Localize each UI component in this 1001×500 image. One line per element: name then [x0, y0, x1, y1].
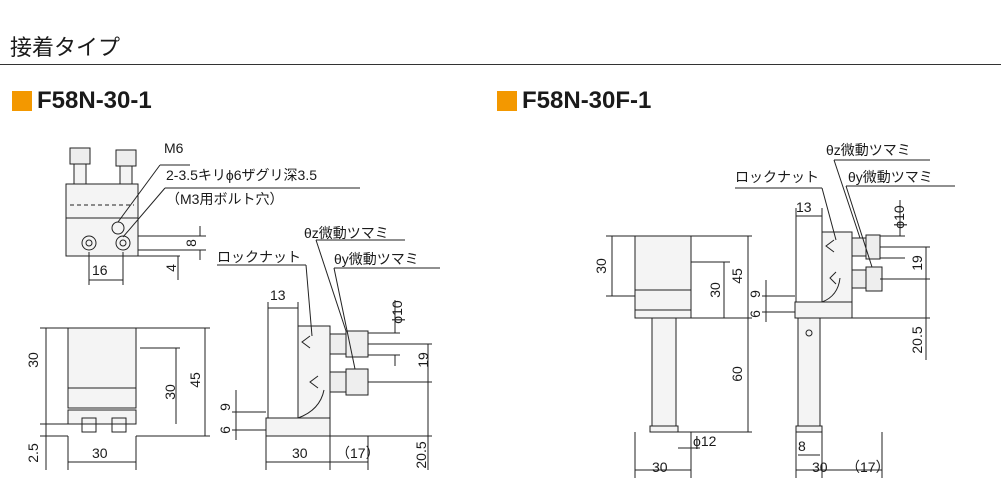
label-theta-y-right: θy微動ツマミ [848, 169, 933, 185]
dim-6-left: 6 [217, 426, 233, 434]
dim-30-front-width: 30 [92, 445, 108, 461]
section-divider [0, 64, 1001, 65]
dim-30-right-side: 30 [812, 459, 828, 475]
dim-16: 16 [92, 262, 108, 278]
label-theta-z-right: θz微動ツマミ [826, 142, 911, 158]
dim-30-right-top: 30 [593, 258, 609, 274]
dim-45-right: 45 [729, 268, 745, 284]
dim-30-front-inner: 30 [162, 384, 178, 400]
top-view-left [65, 147, 360, 285]
front-view-left [40, 327, 210, 470]
dim-9-left: 9 [217, 403, 233, 411]
dim-9-right: 9 [747, 290, 763, 298]
dim-30-side-left: 30 [292, 445, 308, 461]
label-m6: M6 [164, 140, 184, 156]
dim-13-right: 13 [796, 199, 812, 215]
label-theta-z-left: θz微動ツマミ [304, 225, 389, 241]
dim-45-front: 45 [187, 372, 203, 388]
dim-17-left: （17） [336, 445, 380, 461]
orange-square-icon [497, 91, 517, 111]
dim-8-right: 8 [798, 438, 806, 454]
model-name-left: F58N-30-1 [37, 87, 152, 114]
dim-4: 4 [163, 264, 179, 272]
dim-phi10-right: ϕ10 [891, 205, 907, 229]
label-hole-note: （M3用ボルト穴） [166, 191, 283, 207]
model-heading-right: F58N-30F-1 [497, 87, 652, 114]
model-heading-left: F58N-30-1 [12, 87, 152, 114]
model-name-right: F58N-30F-1 [522, 87, 652, 114]
dim-6-right: 6 [747, 310, 763, 318]
side-view-right [735, 159, 955, 478]
dim-17-right: （17） [846, 459, 890, 475]
label-hole-spec: 2-3.5キリϕ6ザグリ深3.5 [166, 167, 317, 183]
front-view-right [606, 235, 752, 478]
dim-2-5: 2.5 [25, 443, 41, 463]
dim-30-right-front: 30 [652, 459, 668, 475]
label-lock-nut-left: ロックナット [217, 249, 301, 265]
dim-8: 8 [183, 239, 199, 247]
dim-30-front-height: 30 [25, 352, 41, 368]
dim-19-right: 19 [909, 255, 925, 271]
side-view-left [217, 239, 440, 470]
labels-right: 30 30 45 60 ϕ12 30 θz微動ツマミ ロックナット θy微動ツマ… [593, 142, 933, 475]
dim-phi12-right: ϕ12 [693, 433, 717, 449]
section-title: 接着タイプ [10, 36, 121, 61]
orange-square-icon [12, 91, 32, 111]
dim-phi10-left: ϕ10 [389, 300, 405, 324]
label-theta-y-left: θy微動ツマミ [334, 251, 419, 267]
dim-20-5-left: 20.5 [413, 441, 429, 468]
dim-60-right: 60 [729, 366, 745, 382]
dim-30-right-inner: 30 [707, 282, 723, 298]
labels-left: M6 2-3.5キリϕ6ザグリ深3.5 （M3用ボルト穴） 16 8 4 30 … [25, 140, 431, 469]
dim-20-5-right: 20.5 [909, 326, 925, 353]
label-lock-nut-right: ロックナット [735, 169, 819, 185]
dim-13-left: 13 [270, 287, 286, 303]
dim-19-left: 19 [415, 352, 431, 368]
